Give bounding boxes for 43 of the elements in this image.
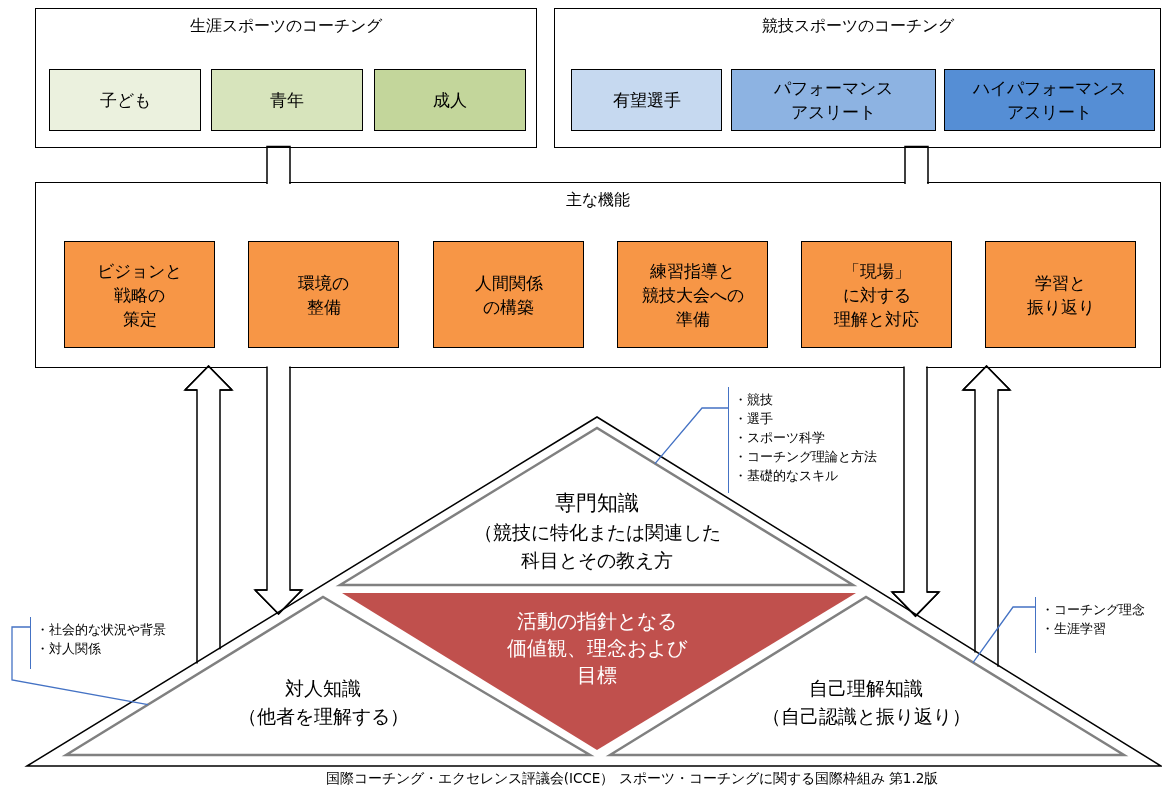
leader-line [654, 407, 729, 465]
triangle-text: （競技に特化または関連した科目とその教え方 [473, 520, 721, 573]
age-group-box: 成人 [374, 69, 526, 131]
panel-title: 主な機能 [566, 190, 630, 210]
bullet-list [728, 387, 877, 493]
triangle-heading: 自己理解知識 [809, 676, 923, 701]
list-item: ・選手 [734, 410, 773, 428]
leader-line [11, 626, 149, 706]
athlete-level-box: パフォーマンスアスリート [731, 69, 936, 131]
pipe-connector [904, 145, 929, 185]
function-box: 学習と振り返り [985, 241, 1136, 348]
panel [554, 8, 1161, 148]
list-item: ・基礎的なスキル [734, 467, 838, 485]
triangle-heading: 専門知識 [555, 490, 639, 517]
panel [35, 182, 1161, 368]
triangle-text: （自己認識と振り返り） [761, 704, 971, 729]
panel-title: 生涯スポーツのコーチング [190, 16, 382, 36]
leader-line [972, 606, 1036, 664]
pipe-connector [266, 145, 291, 185]
bullet-list [1035, 597, 1145, 653]
triangle-heading: 対人知識 [285, 676, 361, 701]
list-item: ・生涯学習 [1041, 620, 1106, 638]
athlete-level-box: ハイパフォーマンスアスリート [944, 69, 1155, 131]
function-box: 環境の整備 [248, 241, 399, 348]
athlete-level-box: 有望選手 [571, 69, 722, 131]
list-item: ・コーチング理論と方法 [734, 448, 877, 466]
function-box: 人間関係の構築 [433, 241, 584, 348]
list-item: ・対人関係 [36, 640, 101, 658]
triangle-heading: 活動の指針となる価値観、理念および目標 [507, 608, 687, 689]
age-group-box: 青年 [211, 69, 363, 131]
panel-title: 競技スポーツのコーチング [761, 16, 954, 36]
list-item: ・競技 [734, 391, 773, 409]
bullet-list [30, 617, 166, 669]
age-group-box: 子ども [49, 69, 201, 131]
list-item: ・社会的な状況や背景 [36, 621, 166, 639]
function-box: 練習指導と競技大会への準備 [617, 241, 768, 348]
function-box: 「現場」に対する理解と対応 [801, 241, 952, 348]
list-item: ・スポーツ科学 [734, 429, 825, 447]
panel [35, 8, 537, 148]
list-item: ・コーチング理念 [1041, 601, 1145, 619]
triangle-text: （他者を理解する） [237, 704, 409, 729]
function-box: ビジョンと戦略の策定 [64, 241, 215, 348]
caption: 国際コーチング・エクセレンス評議会(ICCE） スポーツ・コーチングに関する国際枠組み 第1.2版 [325, 770, 939, 787]
